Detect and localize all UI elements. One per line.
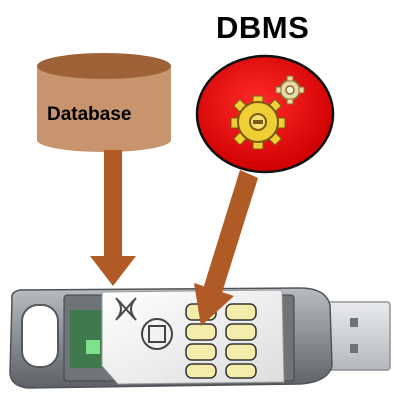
large-gear-icon bbox=[230, 95, 286, 150]
led bbox=[86, 340, 100, 354]
database-arrow-shaft bbox=[104, 150, 122, 260]
dbms-arrow-shaft bbox=[203, 170, 258, 296]
chip-x-mark bbox=[115, 297, 137, 321]
database-body bbox=[37, 66, 171, 152]
chip-square bbox=[148, 325, 166, 343]
usb-connector-hole bbox=[350, 318, 358, 327]
usb-connector-hole bbox=[350, 344, 358, 353]
dbms-arrow bbox=[194, 170, 258, 326]
dbms-title: DBMS bbox=[216, 10, 310, 45]
database-arrow bbox=[90, 150, 136, 286]
dbms-arrow-head bbox=[194, 283, 234, 326]
database-label: Database bbox=[47, 104, 132, 125]
chip-circle bbox=[141, 318, 173, 350]
lanyard-hole bbox=[21, 304, 59, 368]
database-top bbox=[37, 53, 171, 79]
database-cylinder-icon bbox=[37, 53, 171, 152]
chip-contacts bbox=[185, 303, 257, 379]
database-arrow-head bbox=[90, 256, 136, 286]
dbms-gears-icon bbox=[195, 54, 335, 174]
usb-token-icon bbox=[9, 287, 391, 389]
small-gear-icon bbox=[275, 75, 305, 105]
